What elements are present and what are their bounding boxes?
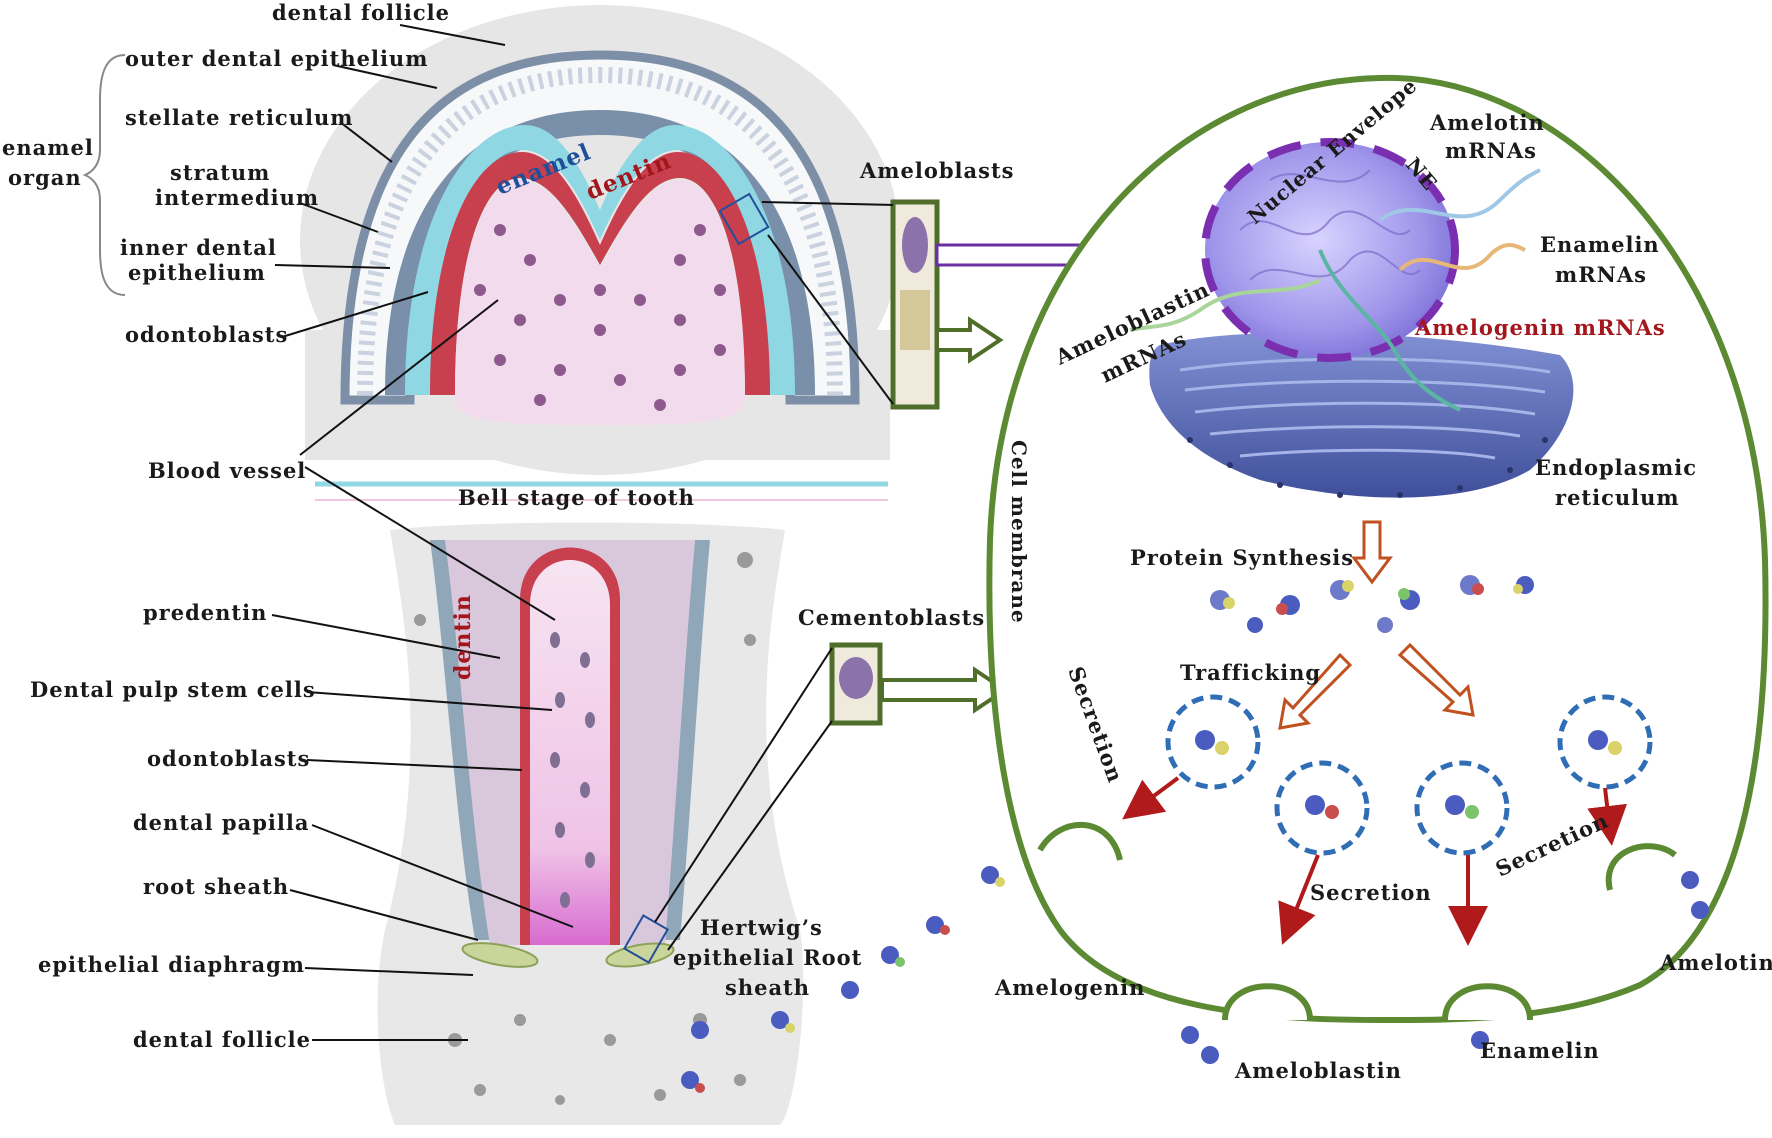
label-er-1: Endoplasmic xyxy=(1535,455,1697,480)
label-hertwig-2: epithelial Root xyxy=(673,945,862,970)
pulp-cells xyxy=(474,224,726,411)
label-inner-1: inner dental xyxy=(120,235,277,260)
root-zoom-box xyxy=(623,914,669,964)
dental-pulp-bell xyxy=(455,180,745,425)
label-odontoblasts-root: odontoblasts xyxy=(147,746,310,771)
label-amelotin: Amelotin xyxy=(1659,950,1772,975)
label-dental-papilla: dental papilla xyxy=(133,810,309,835)
label-ameloblasts: Ameloblasts xyxy=(859,158,1014,183)
label-outer-dental-epithelium: outer dental epithelium xyxy=(125,46,428,71)
bell-zoom-box xyxy=(718,192,770,246)
protein-synthesis-arrow xyxy=(1351,520,1393,585)
label-ameloblastin: Ameloblastin xyxy=(1234,1058,1402,1083)
enamel-organ-brace xyxy=(82,54,126,296)
label-trafficking: Trafficking xyxy=(1180,660,1321,685)
label-dpsc: Dental pulp stem cells xyxy=(30,677,316,702)
cell-to-membrane-arrow-bottom xyxy=(880,666,1009,714)
vesicles xyxy=(1165,694,1653,856)
exocytosis-pockets xyxy=(1037,822,1677,1021)
root-sheath-left xyxy=(430,540,490,940)
ameloblast-cell-icon xyxy=(890,199,940,410)
nucleus xyxy=(1201,138,1459,362)
endoplasmic-reticulum xyxy=(1149,332,1574,498)
cell-labels: Ameloblasts Cementoblasts xyxy=(798,158,1014,630)
label-enamelin-mrna-1: Enamelin xyxy=(1540,232,1660,257)
label-cell-membrane: Cell membrane xyxy=(1007,440,1031,624)
trafficking-arrows xyxy=(1278,642,1475,730)
label-stellate-reticulum: stellate reticulum xyxy=(125,105,353,130)
label-inner-2: epithelium xyxy=(128,260,266,285)
root-labels: predentin dentin Dental pulp stem cells … xyxy=(30,594,862,1052)
root-pulp xyxy=(530,560,610,945)
label-enamelin: Enamelin xyxy=(1480,1038,1600,1063)
ameloblast-detail xyxy=(681,74,1769,1093)
label-cementoblasts: Cementoblasts xyxy=(798,605,985,630)
label-amelotin-mrna-1: Amelotin xyxy=(1429,110,1545,135)
amelotin-mrna-strand xyxy=(1378,168,1541,222)
label-protein-synthesis: Protein Synthesis xyxy=(1130,545,1354,570)
mrna-strands xyxy=(1129,168,1541,412)
root-pulp-cells xyxy=(550,632,595,908)
zoom-connectors xyxy=(654,201,894,951)
vesicle-proteins xyxy=(1195,730,1622,819)
label-root-sheath: root sheath xyxy=(143,874,289,899)
secreted-proteins xyxy=(681,866,1709,1093)
label-enamel-organ-1: enamel xyxy=(2,135,94,160)
label-dental-follicle-top: dental follicle xyxy=(272,0,450,25)
cell-to-membrane-arrow-top xyxy=(935,316,1004,364)
vesicle-3 xyxy=(1414,760,1510,856)
label-secretion-mid: Secretion xyxy=(1310,880,1432,905)
bell-stage-tooth xyxy=(300,5,900,475)
leader-lines xyxy=(271,24,574,1041)
enamelin-mrna-strand xyxy=(1398,243,1526,272)
label-enamelin-mrna-2: mRNAs xyxy=(1555,262,1647,287)
label-stratum-2: intermedium xyxy=(155,185,319,210)
label-blood-vessel: Blood vessel xyxy=(148,458,306,483)
ameloblastin-mrna-strand xyxy=(1129,278,1321,332)
label-predentin: predentin xyxy=(143,600,267,625)
root-stage-tooth xyxy=(377,522,804,1125)
label-bell-stage: Bell stage of tooth xyxy=(458,485,695,510)
label-amelogenin: Amelogenin xyxy=(994,975,1145,1000)
secretion-arrows xyxy=(1122,776,1628,946)
label-dental-follicle-bottom: dental follicle xyxy=(133,1027,311,1052)
label-dentin-root: dentin xyxy=(450,594,476,680)
label-amelotin-mrna-2: mRNAs xyxy=(1445,138,1537,163)
label-hertwig-3: sheath xyxy=(725,975,810,1000)
label-er-2: reticulum xyxy=(1555,485,1680,510)
vesicle-1 xyxy=(1165,694,1261,790)
vesicle-4 xyxy=(1557,694,1653,790)
label-amelogenin-mrna: Amelogenin mRNAs xyxy=(1414,315,1666,340)
synthesized-proteins xyxy=(1210,575,1534,633)
amelogenin-mrna-strand xyxy=(1318,249,1461,412)
epithelial-diaphragm-left xyxy=(461,942,539,968)
vesicle-2 xyxy=(1274,760,1370,856)
label-epithelial-diaphragm: epithelial diaphragm xyxy=(38,952,305,977)
label-enamel-organ-2: organ xyxy=(8,165,82,190)
label-odontoblasts-top: odontoblasts xyxy=(125,322,288,347)
label-hertwig-1: Hertwig’s xyxy=(700,915,823,940)
label-stratum-1: stratum xyxy=(170,160,270,185)
stellate-reticulum-texture xyxy=(357,66,843,396)
root-sheath-right xyxy=(665,540,710,940)
bell-labels: dental follicle outer dental epithelium … xyxy=(2,0,695,510)
cementoblast-cell-icon xyxy=(829,642,883,726)
